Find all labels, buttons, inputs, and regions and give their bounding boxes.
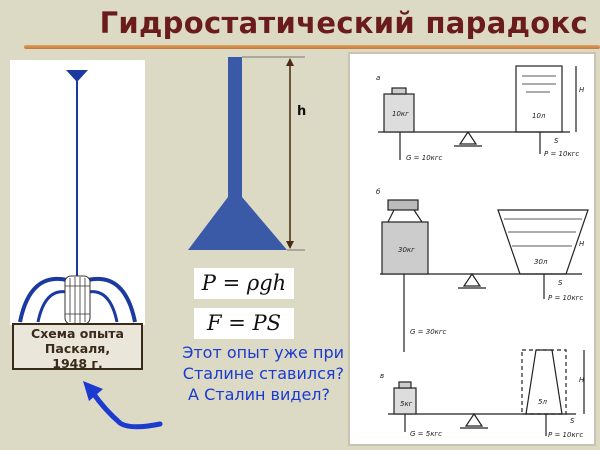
volume-label: 30л [534,258,548,266]
caption-line: Паскаля, [44,341,111,356]
gravity-label: G = 30кгс [410,328,447,336]
experiment-caption: Схема опыта Паскаля, 1948 г. [12,323,143,371]
diagram-b-letter: б [376,188,381,196]
height-label: H [579,376,585,384]
curved-arrow-icon [83,381,163,430]
caption-line: Схема опыта [31,326,124,341]
title-divider [24,45,600,49]
pressure-force-label: P = 10кгс [548,294,584,302]
balance-scales-icon [378,65,589,436]
pressure-force-label: P = 10кгс [544,150,580,158]
caption-line: 1948 г. [52,356,103,371]
question-note: Этот опыт уже при Сталине ставился? А Ст… [160,342,344,405]
vessel-diagram [188,56,305,251]
area-label: S [558,279,563,287]
question-line: А Сталин видел? [188,385,330,404]
force-formula: F = PS [194,308,294,339]
height-label: H [579,240,585,248]
height-label: h [297,104,307,119]
area-label: S [554,137,559,145]
height-label: H [579,86,585,94]
question-line: Этот опыт уже при [182,343,344,362]
question-line: Сталине ставился? [182,364,344,383]
weight-label: 30кг [398,246,415,254]
diagram-c-letter: в [380,372,385,380]
pressure-force-label: P = 10кгс [548,431,584,439]
volume-label: 10л [532,112,546,120]
diagram-a-letter: а [376,74,381,82]
pascal-barrel-illustration [10,60,145,325]
volume-label: 5л [538,398,547,406]
weight-label: 5кг [400,400,413,408]
gravity-label: G = 5кгс [410,430,442,438]
weight-label: 10кг [392,110,409,118]
pressure-formula: P = ρgh [194,268,294,299]
area-label: S [570,417,575,425]
barrel-experiment-icon [18,70,137,325]
slide-title: Гидростатический парадокс [99,6,588,40]
hydrostatic-paradox-diagram: а 10кг 10л H S G = 10кгс P = 10кгс б 30к… [348,52,596,446]
gravity-label: G = 10кгс [406,154,443,162]
